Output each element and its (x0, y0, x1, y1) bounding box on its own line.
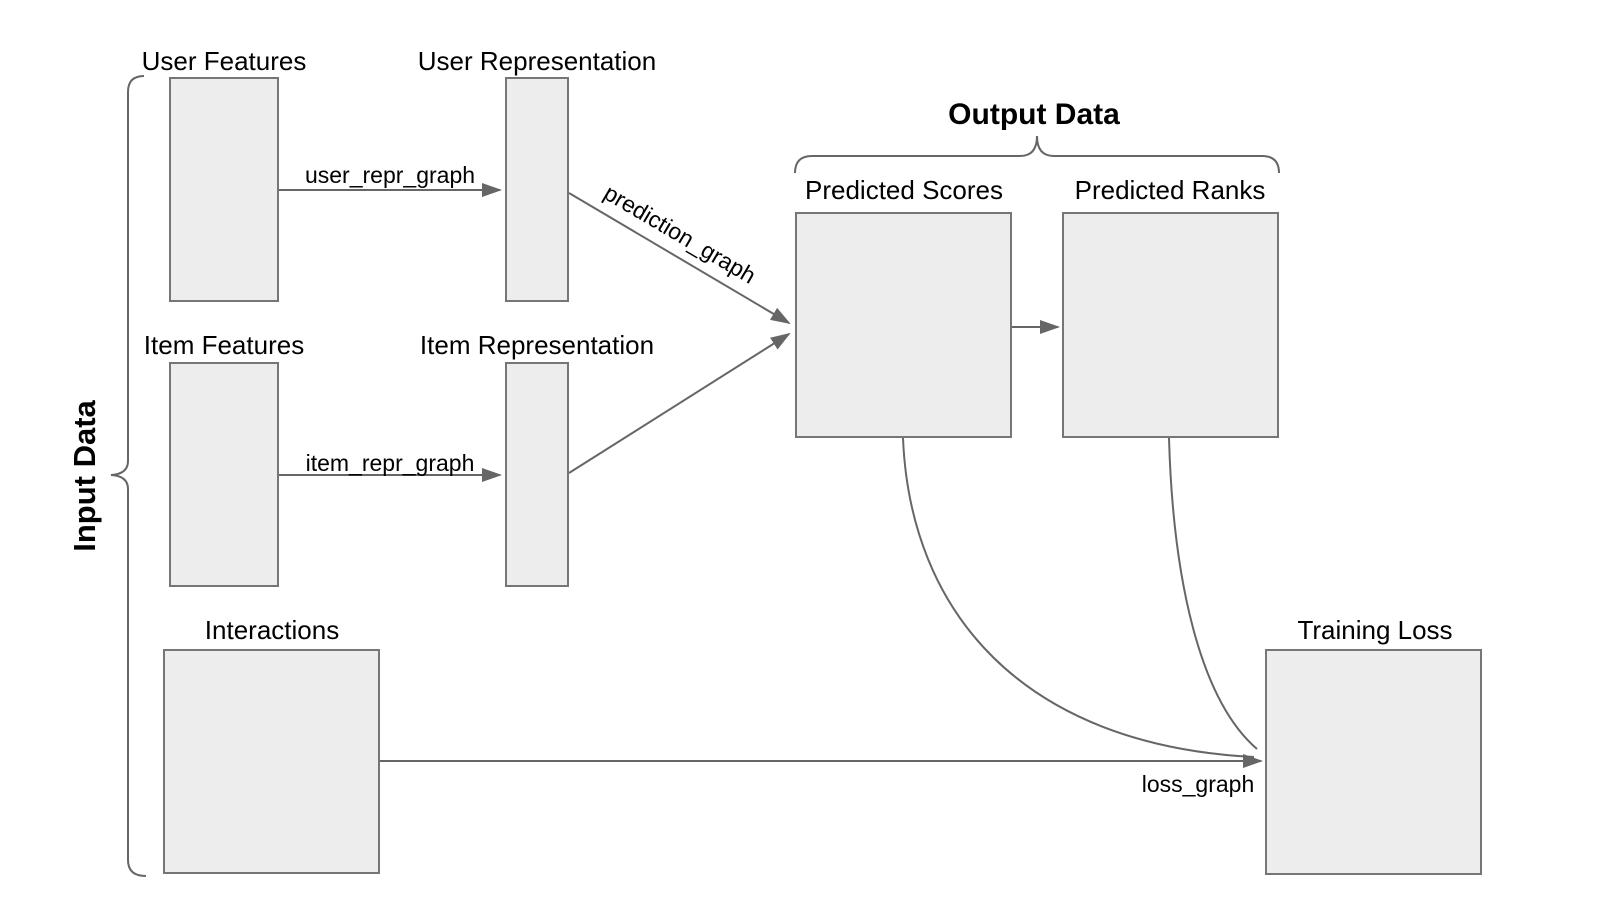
edge-prediction-graph-item (568, 332, 791, 474)
edge-loss-graph-scores (902, 437, 1255, 758)
output-data-brace (794, 135, 1280, 174)
interactions-label: Interactions (204, 615, 340, 645)
node-item-features (169, 362, 279, 587)
node-predicted-ranks (1062, 212, 1279, 438)
item-representation-label: Item Representation (419, 330, 655, 360)
edge-loss-graph-ranks (1168, 437, 1258, 750)
user-representation-label: User Representation (417, 46, 657, 76)
node-predicted-scores (795, 212, 1012, 438)
output-data-title: Output Data (948, 98, 1120, 131)
user-features-label: User Features (141, 46, 307, 76)
loss-graph-label: loss_graph (1141, 771, 1255, 797)
node-interactions (163, 649, 380, 874)
item-features-label: Item Features (143, 330, 305, 360)
item-repr-graph-label: item_repr_graph (305, 450, 475, 476)
node-training-loss (1265, 649, 1482, 875)
training-loss-label: Training Loss (1297, 615, 1453, 645)
user-repr-graph-label: user_repr_graph (304, 162, 476, 188)
input-data-title: Input Data (67, 400, 102, 552)
predicted-scores-label: Predicted Scores (805, 175, 1003, 205)
predicted-ranks-label: Predicted Ranks (1074, 175, 1266, 205)
edge-prediction-graph-user (568, 192, 791, 325)
node-item-representation (505, 362, 569, 587)
node-user-features (169, 77, 279, 302)
input-data-brace (110, 75, 147, 877)
node-user-representation (505, 77, 569, 302)
